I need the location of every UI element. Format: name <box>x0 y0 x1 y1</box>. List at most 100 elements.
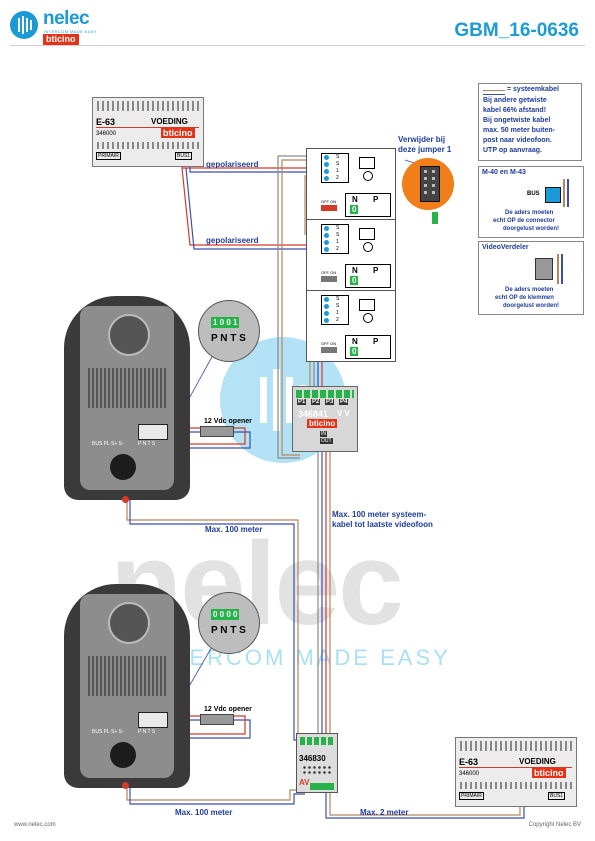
jumper-pins-icon <box>424 170 435 194</box>
monitor-2: S S 1 2 OFF ON N P 0 <box>306 219 396 291</box>
monitor-2-p: P <box>373 266 379 275</box>
distributor-port-2: P2 <box>311 399 321 405</box>
monitor-2-n: N <box>352 266 358 275</box>
distributor-part: 346841 <box>298 409 329 419</box>
door-lower-zoom: 0 0 0 0 P N T S <box>198 592 260 654</box>
label-polarized-1: gepolariseerd <box>206 160 259 169</box>
monitor-1-switch <box>321 205 337 211</box>
m40-wire-blue <box>567 179 569 207</box>
legend-line-5: post naar videofoon. <box>483 137 552 144</box>
monitor-1: S S 1 2 OFF ON N P 0 <box>306 148 396 220</box>
door-upper-button-icon[interactable] <box>110 454 136 480</box>
monitor-1-term-s1: S <box>336 154 340 160</box>
distributor-ports <box>296 390 354 398</box>
monitor-3-term-1: 1 <box>336 310 339 316</box>
m40-wire-brown <box>563 179 565 207</box>
label-max-100-lower: Max. 100 meter <box>175 808 233 817</box>
door-lower-speaker <box>88 656 166 696</box>
monitor-1-zero: 0 <box>350 205 359 214</box>
legend-line-3: Bij ongetwiste kabel <box>483 117 551 124</box>
psu-bottom-part: 346000 <box>459 771 480 777</box>
psu-top-primary: PRIMAIR <box>96 152 121 160</box>
monitor-3-switch <box>321 347 337 353</box>
door-lower-terminal <box>138 712 168 728</box>
monitor-1-screw-2 <box>324 162 329 167</box>
psu-top-brand: bticino <box>161 128 195 138</box>
videoverdeler-wire-blue <box>561 254 563 284</box>
m40-bus: BUS <box>527 191 540 197</box>
legend-line-1: Bij andere getwiste <box>483 97 547 104</box>
monitor-1-np: N P 0 <box>345 193 391 217</box>
legend-cable-label: = systeemkabel <box>507 86 559 93</box>
jumper-block <box>420 166 440 202</box>
m40-note-2: echt OP de connector <box>493 218 555 224</box>
psu-top-part: 346000 <box>96 131 117 137</box>
monitor-3-np: N P 0 <box>345 335 391 359</box>
psu-bottom-brand: bticino <box>532 768 566 778</box>
monitor-3-screen-icon <box>359 299 375 311</box>
monitor-2-dial-icon <box>363 242 373 252</box>
door-panel-upper-face: BUS PL S+ S- P N T S <box>80 306 174 490</box>
psu-bottom-ribs-2 <box>460 782 572 789</box>
interface-bottom-terminals <box>310 783 334 790</box>
monitor-1-terminal: S S 1 2 <box>321 153 349 183</box>
m40-title: M-40 en M-43 <box>482 169 526 176</box>
monitor-1-screen-icon <box>359 157 375 169</box>
monitor-3-zero: 0 <box>350 347 359 356</box>
monitor-2-zero: 0 <box>350 276 359 285</box>
distributor-vv: V V <box>337 409 350 418</box>
monitor-2-screen-icon <box>359 228 375 240</box>
psu-bottom-bus: BUS1 <box>548 792 566 800</box>
interface-part: 346830 <box>299 754 326 763</box>
power-supply-bottom: E-63 VOEDING 346000 bticino PRIMAIR BUS1 <box>455 737 577 807</box>
label-max-system-1: Max. 100 meter systeem- <box>332 510 427 519</box>
footer-website[interactable]: www.nelec.com <box>14 822 56 828</box>
monitor-2-term-s1: S <box>336 225 340 231</box>
door-upper-speaker <box>88 368 166 408</box>
label-max-2: Max. 2 meter <box>360 808 409 817</box>
monitor-2-offon: OFF ON <box>321 270 337 275</box>
label-polarized-2: gepolariseerd <box>206 236 259 245</box>
psu-top-bus: BUS1 <box>175 152 193 160</box>
monitor-2-screw-1 <box>324 226 329 231</box>
opener-upper-label: 12 Vdc opener <box>204 418 252 425</box>
monitor-1-screw-1 <box>324 155 329 160</box>
door-lower-button-icon[interactable] <box>110 742 136 768</box>
interface-dots <box>302 765 332 775</box>
door-upper-zoom: 1 0 0 1 P N T S <box>198 300 260 362</box>
monitor-3-term-s1: S <box>336 296 340 302</box>
psu-bottom-ribs <box>460 741 572 751</box>
psu-top-bar <box>96 127 199 128</box>
monitor-3-screw-1 <box>324 297 329 302</box>
brand-name: nelec <box>43 8 90 29</box>
psu-bottom-primary: PRIMAIR <box>459 792 484 800</box>
jumper-zoom <box>402 158 454 210</box>
bticino-logo: bticino <box>43 34 79 45</box>
distributor-port-3: P3 <box>325 399 335 405</box>
monitor-1-p: P <box>373 195 379 204</box>
door-upper-zoom-dip: 1 0 0 1 <box>211 317 240 328</box>
door-panel-lower-face: BUS PL S+ S- P N T S <box>80 594 174 778</box>
videoverdeler-wire-brown <box>557 254 559 284</box>
monitor-3-dial-icon <box>363 313 373 323</box>
door-upper-led <box>122 496 129 503</box>
jumper-note-1: Verwijder bij <box>398 135 446 144</box>
distributor-port-4: P4 <box>339 399 349 405</box>
monitor-1-term-2: 2 <box>336 175 339 181</box>
monitor-3-screw-3 <box>324 311 329 316</box>
door-upper-pnts: P N T S <box>138 441 156 447</box>
label-max-system-2: kabel tot laatste videofoon <box>332 520 433 529</box>
monitor-1-screw-4 <box>324 176 329 181</box>
monitor-3-term-s2: S <box>336 303 340 309</box>
m40-box: M-40 en M-43 BUS De aders moeten echt OP… <box>478 166 584 238</box>
opener-upper-icon <box>200 426 234 437</box>
interface-terminals <box>300 737 334 745</box>
door-upper-camera-icon <box>108 314 150 356</box>
door-lower-bus-labels: BUS PL S+ S- <box>92 729 124 735</box>
monitor-3-screw-2 <box>324 304 329 309</box>
monitor-2-switch <box>321 276 337 282</box>
videoverdeler-note-1: De aders moeten <box>505 287 554 293</box>
monitor-1-term-s2: S <box>336 161 340 167</box>
legend-line-6: UTP op aanvraag. <box>483 147 543 154</box>
jumper-note-2: deze jumper 1 <box>398 145 452 154</box>
